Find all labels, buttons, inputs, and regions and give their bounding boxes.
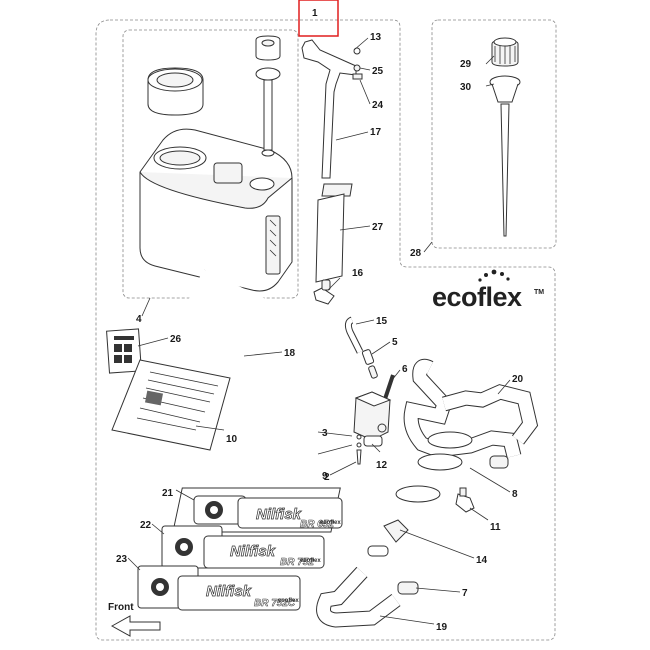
leader-lines <box>127 37 511 625</box>
decal-23: Nilfisk BR 752C ecoflex <box>137 565 301 611</box>
water-tank <box>139 128 293 292</box>
callout-1: 1 <box>312 8 318 19</box>
decal-22: Nilfisk BR 752 ecoflex <box>161 525 325 569</box>
callout-8: 8 <box>512 489 518 500</box>
callout-7: 7 <box>462 588 468 599</box>
washer-2 <box>356 442 362 448</box>
tank-cap <box>147 67 204 116</box>
callout-4: 4 <box>136 314 142 325</box>
callout-17: 17 <box>370 127 382 138</box>
callouts: 1 2 3 4 5 6 7 8 9 10 11 12 13 14 15 16 1… <box>116 8 524 633</box>
decal-23-model: BR 752C <box>254 598 296 609</box>
ecoflex-logo: ecoflex TM <box>432 269 544 312</box>
front-arrow-icon <box>110 615 161 637</box>
filter-head <box>489 37 521 237</box>
decal-22-brand: Nilfisk <box>230 543 276 560</box>
callout-19: 19 <box>436 622 448 633</box>
callout-6: 6 <box>402 364 408 375</box>
assembly-28-outline <box>431 19 557 249</box>
callout-26: 26 <box>170 334 182 345</box>
callout-18: 18 <box>284 348 296 359</box>
decal-21: Nilfisk BR 652 ecoflex <box>172 487 343 533</box>
callout-3: 3 <box>322 428 328 439</box>
label-sheet-26 <box>106 328 142 374</box>
fitting-16 <box>313 279 335 305</box>
callout-24: 24 <box>372 100 384 111</box>
callout-29: 29 <box>460 59 472 70</box>
callout-28: 28 <box>410 248 422 259</box>
ecoflex-brand-name: ecoflex <box>432 282 522 312</box>
callout-22: 22 <box>140 520 152 531</box>
assembly-1-outline <box>95 19 556 641</box>
callout-11: 11 <box>490 522 501 533</box>
screw-9 <box>356 449 362 465</box>
assembly-4-outline <box>122 29 299 299</box>
level-tube <box>255 35 281 157</box>
fitting-5 <box>361 349 378 379</box>
decal-21-model: BR 652 <box>300 519 334 530</box>
fitting-11 <box>455 487 475 513</box>
callout-27: 27 <box>372 222 384 233</box>
decal-21-brand: Nilfisk <box>256 506 302 523</box>
clamp-8c <box>395 485 441 503</box>
decal-22-model: BR 752 <box>280 557 314 568</box>
clamp-8d <box>489 455 509 469</box>
ecoflex-tm: TM <box>534 289 544 296</box>
manual-10 <box>111 359 231 451</box>
decal-23-brand: Nilfisk <box>206 583 252 600</box>
callout-30: 30 <box>460 82 472 93</box>
callout-23: 23 <box>116 554 128 565</box>
decal-21-eco: ecoflex <box>320 520 341 526</box>
clamp-7 <box>397 581 419 595</box>
cover-panel-27 <box>315 183 353 283</box>
nut-25 <box>353 64 361 72</box>
callout-12: 12 <box>376 460 388 471</box>
callout-14: 14 <box>476 555 488 566</box>
screw-13 <box>353 47 361 55</box>
callout-10: 10 <box>226 434 238 445</box>
callout-21: 21 <box>162 488 174 499</box>
clamp-8a <box>427 431 473 449</box>
fill-pipe <box>301 39 357 179</box>
callout-13: 13 <box>370 32 382 43</box>
decal-23-eco: ecoflex <box>278 598 299 604</box>
clamp-8b <box>417 453 463 471</box>
fitting-14 <box>367 519 409 557</box>
callout-15: 15 <box>376 316 388 327</box>
washer-3 <box>356 434 362 440</box>
front-label: Front <box>108 602 134 613</box>
decal-22-eco: ecoflex <box>300 558 321 564</box>
callout-25: 25 <box>372 66 384 77</box>
hose-19 <box>316 566 401 628</box>
callout-9: 9 <box>322 471 328 482</box>
assembly-1-highlight <box>298 0 339 37</box>
solenoid-valve-12 <box>353 391 392 447</box>
callout-16: 16 <box>352 268 364 279</box>
callout-20: 20 <box>512 374 524 385</box>
callout-5: 5 <box>392 337 398 348</box>
callout-2: 2 <box>324 472 330 483</box>
bracket-24 <box>352 73 363 80</box>
